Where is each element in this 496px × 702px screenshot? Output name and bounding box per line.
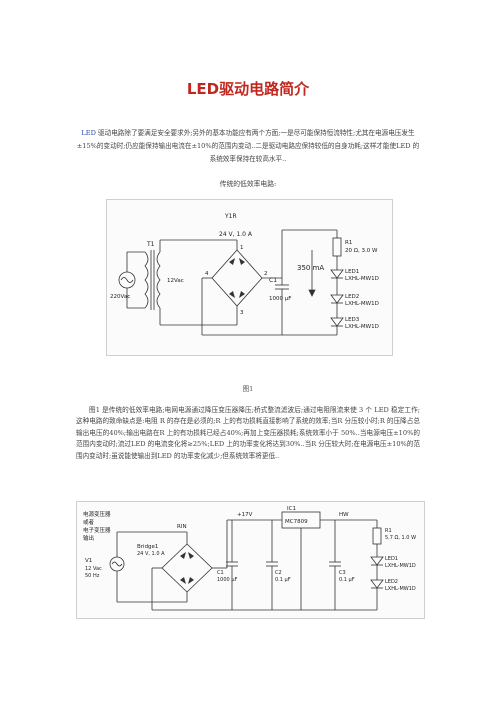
fig1-led3-label: LED3	[345, 317, 360, 323]
fig2-ic-label: MC7809	[285, 519, 308, 525]
fig1-current-label: 350 mA	[297, 264, 324, 272]
fig2-r1-value: 5.7 Ω, 1.0 W	[385, 535, 416, 541]
intro-text: 驱动电路除了要满足安全要求外;另外的基本功能应有两个方面;一是尽可能保持恒流特性…	[76, 129, 420, 164]
fig2-led2-part: LXHL-MW1D	[385, 586, 416, 592]
fig1-pin-3: 3	[240, 310, 244, 316]
figure-1-circuit: T1 220Vac 12Vac Y1R 24 V, 1.0 A 1 2 3 4 …	[106, 199, 393, 356]
fig2-source-line3: 电子变压器	[83, 526, 111, 534]
fig2-ic-ref: IC1	[287, 506, 296, 512]
fig1-pin-1: 1	[240, 245, 244, 251]
fig2-net-v17: +17V	[237, 512, 253, 518]
fig2-c3-value: 0.1 μF	[339, 577, 355, 583]
fig2-c2-value: 0.1 μF	[275, 577, 291, 583]
figure-1-description: 图1 是传统的低效率电路;电网电源通过降压变压器降压;桥式整流滤波后;通过电阻限…	[76, 405, 420, 462]
fig2-led1-part: LXHL-MW1D	[385, 563, 416, 569]
figure-1-svg: T1 220Vac 12Vac Y1R 24 V, 1.0 A 1 2 3 4 …	[110, 213, 379, 336]
fig1-resistor-label: R1	[345, 240, 352, 246]
section-subheading: 传统的低效率电路:	[219, 180, 277, 188]
fig2-c1-value: 1000 μF	[217, 577, 237, 583]
fig2-bridge-net: RIN	[177, 524, 187, 530]
fig2-v1-value2: 50 Hz	[85, 573, 100, 579]
fig2-c3-label: C3	[339, 570, 346, 576]
fig1-led3-part: LXHL-MW1D	[345, 324, 379, 330]
fig1-pin-4: 4	[205, 271, 209, 277]
fig2-bridge-label: Bridge1	[137, 544, 158, 550]
fig1-cap-value: 1000 μF	[269, 296, 291, 302]
figure-2-svg: 电源变压器 或者 电子变压器 输出 V1 12 Vac 50 Hz RIN Br…	[83, 506, 416, 611]
fig2-v1-value1: 12 Vac	[85, 566, 102, 572]
fig1-cap-label: C1	[269, 277, 277, 284]
fig2-source-line4: 输出	[83, 534, 94, 542]
fig2-net-hw: HW	[339, 512, 349, 518]
fig1-led2-label: LED2	[345, 294, 359, 300]
figure-1-description-text: 图1 是传统的低效率电路;电网电源通过降压变压器降压;桥式整流滤波后;通过电阻限…	[76, 406, 420, 460]
fig1-bridge-rating: 24 V, 1.0 A	[219, 231, 253, 238]
figure-1-caption: 图1	[242, 385, 254, 393]
fig2-led1-label: LED1	[385, 556, 398, 562]
fig1-pin-2: 2	[264, 271, 268, 277]
fig2-r1-label: R1	[385, 528, 392, 534]
fig2-c2-label: C2	[275, 570, 282, 576]
fig1-led1-part: LXHL-MW1D	[345, 276, 379, 282]
fig1-resistor-value: 20 Ω, 3.0 W	[345, 248, 378, 254]
fig1-led1-label: LED1	[345, 269, 359, 275]
intro-paragraph: LED 驱动电路除了要满足安全要求外;另外的基本功能应有两个方面;一是尽可能保持…	[76, 127, 420, 167]
fig2-led2-label: LED2	[385, 579, 398, 585]
intro-led-word: LED	[81, 129, 96, 137]
fig1-bridge-label: Y1R	[224, 213, 237, 220]
fig2-v1-label: V1	[85, 558, 92, 564]
fig1-mains-label: 220Vac	[110, 294, 130, 300]
fig2-source-line1: 电源变压器	[83, 510, 111, 518]
page-title: LED驱动电路简介	[186, 80, 310, 98]
fig1-transformer-label: T1	[146, 241, 155, 248]
fig1-led2-part: LXHL-MW1D	[345, 301, 379, 307]
figure-2-circuit: 电源变压器 或者 电子变压器 输出 V1 12 Vac 50 Hz RIN Br…	[76, 501, 425, 619]
fig2-c1-label: C1	[217, 570, 224, 576]
fig2-source-line2: 或者	[83, 518, 95, 526]
fig2-bridge-rating: 24 V, 1.0 A	[137, 551, 165, 557]
fig1-secondary-label: 12Vac	[167, 278, 184, 284]
